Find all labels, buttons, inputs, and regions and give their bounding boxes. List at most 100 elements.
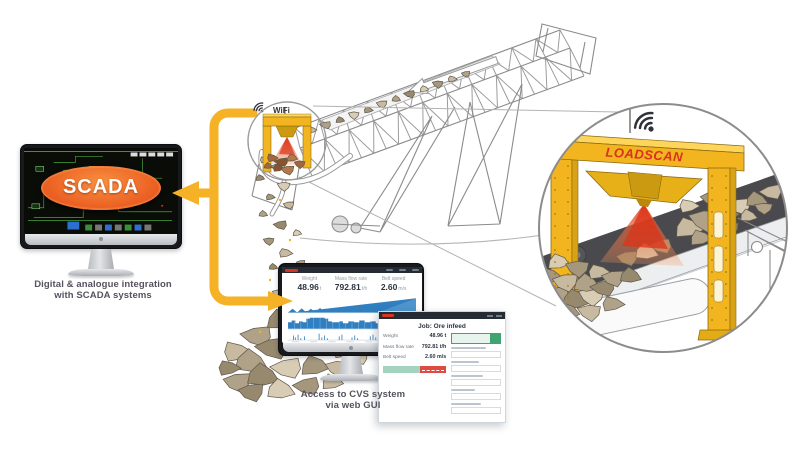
loadscan-logo-chip [285, 268, 298, 272]
job-metrics: Weight 48.96 t Mass flow rate 792.81 t/h… [383, 333, 447, 417]
progress-remaining-segment [419, 366, 447, 373]
rock [619, 266, 642, 283]
job-row-mass-flow: Mass flow rate 792.81 t/h [383, 343, 447, 350]
rock [291, 376, 320, 395]
monitor-stand [339, 356, 363, 374]
job-report-panel: Job: Ore infeed Weight 48.96 t Mass flow… [378, 311, 506, 423]
nav-menu-item [496, 314, 502, 317]
rock [564, 260, 590, 279]
rock [286, 153, 299, 162]
rock [402, 90, 415, 99]
scada-caption-line1: Digital & analogue integration [34, 279, 172, 290]
job-title: Job: Ore infeed [418, 323, 466, 330]
rock [266, 193, 276, 201]
rock [267, 153, 279, 162]
rock [262, 237, 275, 246]
stat-belt-speed: Belt speed 2.60m/s [380, 276, 407, 293]
rock [293, 160, 306, 169]
monitor-logo-dot [99, 237, 103, 241]
rock [282, 201, 295, 210]
rock [391, 94, 402, 102]
rock [276, 181, 291, 192]
rock [269, 357, 301, 379]
rock [691, 229, 713, 246]
rock [448, 75, 458, 83]
rock [218, 360, 242, 376]
stat-weight: Weight 48.96t [297, 276, 322, 293]
rock [347, 111, 360, 120]
monitor-chin [283, 343, 419, 352]
mini-scanner [262, 107, 312, 176]
rock [263, 161, 274, 169]
rock [258, 209, 269, 217]
rock [267, 378, 296, 399]
cvs-caption-line2: via web GUI [325, 400, 381, 411]
rock [740, 208, 759, 222]
rock [292, 229, 303, 236]
belt-direction-arrow [406, 56, 499, 95]
loadscan-logo: LOADSCAN [605, 145, 684, 165]
rock [576, 304, 601, 323]
rock [539, 300, 555, 316]
rock [272, 220, 287, 230]
scada-badge-label: SCADA [62, 176, 140, 199]
inset-circle [538, 103, 788, 353]
rock [279, 248, 294, 258]
nav-menu-item [412, 269, 419, 272]
callout-line-bottom [298, 176, 557, 307]
dashboard-stats: Weight 48.96t Mass flow rate 792.81t/h B… [282, 273, 422, 296]
scada-caption: Digital & analogue integration with SCAD… [18, 279, 188, 301]
job-form [451, 333, 501, 417]
monitor-base [320, 374, 382, 381]
callout-line-top [312, 105, 619, 113]
loadscan-logo-chip [382, 314, 394, 317]
arrow-to-scada-icon [172, 181, 199, 205]
rock [460, 71, 471, 78]
rock [754, 203, 773, 215]
rock [431, 80, 444, 89]
monitor-base [68, 269, 134, 276]
cvs-caption: Access to CVS system via web GUI [287, 389, 419, 411]
rock [679, 199, 701, 214]
rock [237, 383, 264, 403]
rock [419, 85, 430, 92]
rock [548, 253, 570, 269]
job-progress-bar [383, 366, 447, 373]
scada-caption-line2: with SCADA systems [54, 290, 152, 301]
rock [375, 100, 388, 109]
scada-badge: SCADA [41, 165, 161, 210]
rock [602, 296, 626, 312]
monitor-stand [88, 249, 114, 269]
rock [301, 354, 330, 375]
scada-screen: SCADA [24, 148, 178, 234]
panel-navbar [379, 312, 505, 319]
monitor-chin [25, 234, 177, 245]
wifi-label: WiFi [273, 106, 290, 115]
dashboard-navbar [282, 267, 422, 274]
wifi-icon [633, 111, 654, 132]
callout-circle [247, 101, 327, 181]
rock [255, 174, 266, 181]
stat-mass-flow-rate: Mass flow rate 792.81t/h [334, 276, 368, 293]
cvs-caption-line1: Access to CVS system [300, 389, 406, 400]
nav-menu-item [399, 269, 406, 272]
nav-menu-item [487, 314, 493, 317]
nav-menu-item [386, 269, 393, 272]
cvs-dashboard-screen: Weight 48.96t Mass flow rate 792.81t/h B… [282, 267, 422, 343]
job-row-belt-speed: Belt speed 2.60 m/s [383, 354, 447, 360]
rock [268, 262, 279, 270]
belt-frame-lines [737, 217, 787, 300]
progress-complete-segment [383, 366, 420, 373]
rock [335, 116, 346, 123]
arrow-to-dashboard-icon [268, 291, 293, 311]
job-row-weight: Weight 48.96 t [383, 333, 447, 339]
rock [273, 157, 288, 167]
cumulative-volume-chart [288, 298, 416, 314]
scada-monitor: SCADA [20, 144, 182, 276]
rock [247, 362, 280, 386]
connector-line [209, 108, 273, 306]
